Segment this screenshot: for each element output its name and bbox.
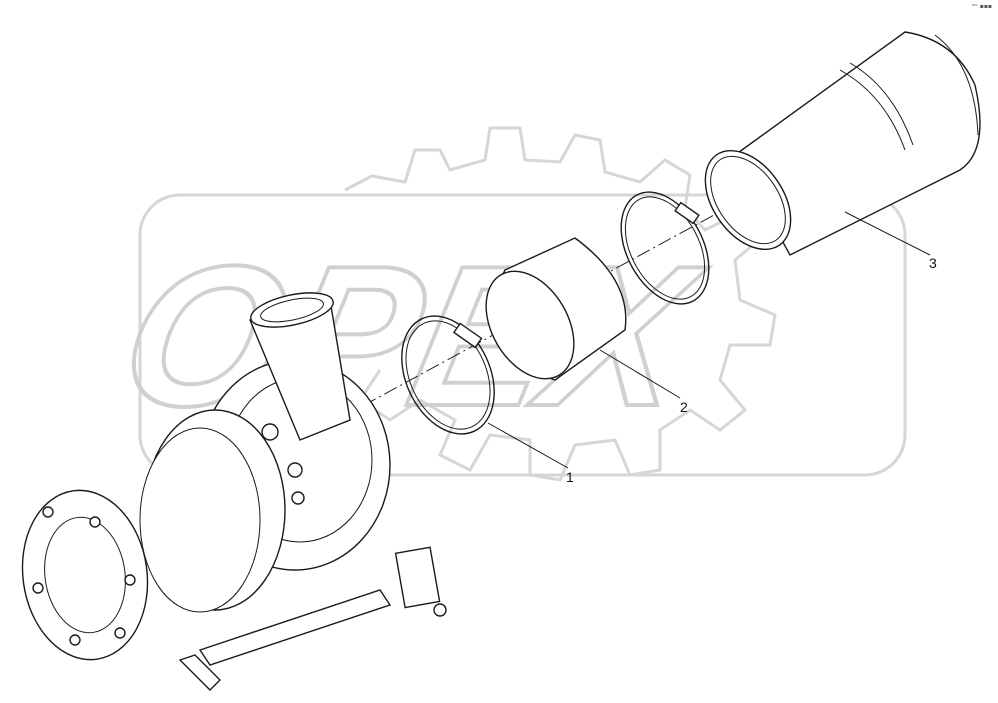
- watermark-gear-outline: [344, 126, 777, 482]
- corner-mark: ⁿᵐ ▪▪▪: [971, 3, 992, 10]
- part-2-hose-sleeve: [485, 237, 627, 381]
- turbocharger: [21, 292, 447, 691]
- callout-1: 1: [566, 469, 574, 485]
- part-2-clamp-right: [620, 191, 710, 305]
- part-3-pipe: [704, 31, 981, 256]
- leader-line-1: [487, 422, 569, 469]
- callout-2: 2: [680, 399, 688, 415]
- part-1-clamp: [401, 315, 495, 435]
- leader-lines: [487, 211, 931, 469]
- callout-3: 3: [929, 255, 937, 271]
- leader-line-3: [844, 211, 931, 256]
- leader-line-2: [599, 349, 681, 399]
- watermark-frame: [138, 193, 907, 477]
- assembly-axis-line: [299, 189, 761, 441]
